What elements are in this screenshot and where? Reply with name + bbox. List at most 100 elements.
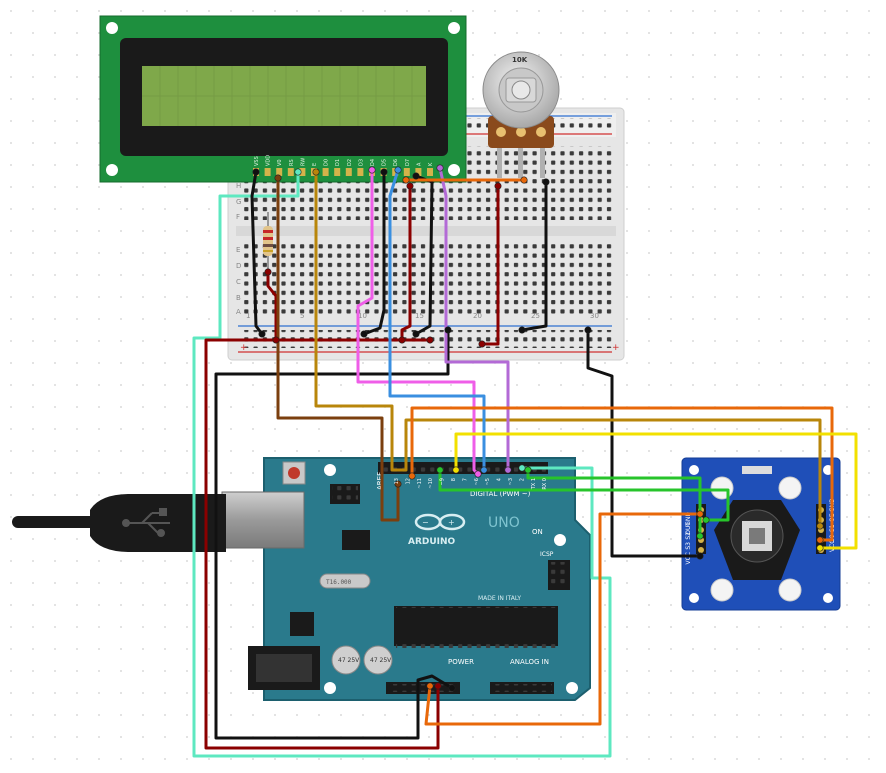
icsp-label: ICSP — [540, 551, 554, 558]
wire-black-6[interactable] — [520, 180, 548, 332]
wire-end-dot — [274, 174, 282, 182]
arduino-uno: AREF DIGITAL (PWM ~) ARDUINO UNO − + T16… — [221, 457, 591, 701]
lcd-pin-k[interactable] — [427, 168, 433, 176]
sensor-right-pin-label: VCC — [829, 540, 836, 552]
led-3 — [710, 578, 734, 602]
digital-pin-label: 13 — [394, 478, 400, 484]
wire-orange-2[interactable] — [410, 406, 834, 542]
led-1 — [710, 476, 734, 500]
wire-orange-3[interactable] — [424, 512, 702, 726]
wire-cyan[interactable] — [192, 170, 612, 758]
bb-col-10: 10 — [358, 312, 367, 320]
usb-cable[interactable] — [12, 494, 226, 552]
wire-end-dot — [398, 336, 406, 344]
lcd-pin-label: K — [428, 162, 434, 166]
arduino-brand: ARDUINO — [408, 537, 456, 547]
lcd-pin-label: D6 — [393, 159, 399, 166]
lcd-pin-a[interactable] — [415, 168, 422, 176]
wire-end-dot — [542, 178, 550, 186]
wire-end-dot — [584, 326, 592, 334]
atmega-chip — [394, 606, 558, 646]
lcd-pin-label: VSS — [254, 156, 260, 166]
bb-col-15: 15 — [415, 312, 424, 320]
lcd-pin-vdd[interactable] — [264, 168, 271, 176]
lcd-pin-label: D5 — [382, 159, 388, 166]
bb-row-D: D — [236, 262, 241, 270]
wire-green-2[interactable] — [526, 468, 702, 538]
digital-pin-label: 8 — [451, 478, 457, 481]
wire-end-dot — [412, 172, 420, 180]
wire-end-dot — [520, 176, 528, 184]
wire-purple[interactable] — [438, 166, 510, 472]
lcd-pin-rs[interactable] — [287, 168, 294, 176]
bb-col-5: 5 — [300, 312, 304, 320]
wire-darkred-1[interactable] — [204, 338, 440, 750]
lcd-pin-label: V0 — [277, 159, 283, 166]
bb-row-A: A — [236, 308, 241, 316]
lcd-pin-label: RS — [289, 159, 295, 166]
lcd-pin-d3[interactable] — [357, 168, 364, 176]
bb-row-E: E — [236, 246, 240, 254]
digital-pin-label: 12 — [405, 478, 411, 484]
digital-pin-label: 4 — [497, 478, 503, 481]
potentiometer[interactable]: 10K — [482, 51, 560, 178]
svg-text:+: + — [612, 343, 620, 353]
wire-ochre[interactable] — [314, 170, 822, 528]
wire-end-dot — [264, 268, 272, 276]
wire-end-dot — [448, 684, 456, 692]
led-4 — [778, 578, 802, 602]
wire-brown[interactable] — [276, 176, 400, 522]
wire-end-dot — [494, 182, 502, 190]
wire-end-dot — [436, 164, 444, 172]
wire-end-dot — [368, 166, 376, 174]
lcd-pin-label: D3 — [358, 159, 364, 166]
wire-blue[interactable] — [388, 168, 486, 472]
sensor-left-pin-label: S3 — [685, 542, 692, 550]
power-label: POWER — [448, 658, 474, 666]
wire-end-dot — [436, 466, 444, 474]
bb-row-B: B — [236, 294, 241, 302]
lcd-pin-label: D1 — [335, 159, 341, 166]
wire-end-dot — [360, 330, 368, 338]
wire-green[interactable] — [438, 468, 730, 522]
digital-pin-label: 7 — [462, 478, 468, 481]
lcd-pin-v0[interactable] — [276, 168, 283, 176]
crystal — [319, 573, 371, 589]
bb-row-H: H — [236, 182, 241, 190]
wire-darkred-3[interactable] — [400, 184, 412, 342]
wire-end-dot — [816, 544, 824, 552]
wire-end-dot — [452, 466, 460, 474]
wire-black-3[interactable] — [250, 170, 264, 336]
wire-end-dot — [480, 466, 488, 474]
bb-col-25: 25 — [531, 312, 540, 320]
wire-black-1[interactable] — [214, 328, 454, 740]
usb-symbol-icon — [122, 508, 170, 537]
wire-black-2[interactable] — [586, 328, 702, 558]
wire-darkred-2[interactable] — [266, 270, 278, 342]
wire-pink[interactable] — [356, 168, 480, 476]
reset-button-cap[interactable] — [288, 467, 300, 479]
lcd-pin-label: A — [416, 162, 422, 166]
sensor-left-pin-label: VCC — [685, 552, 692, 564]
wire-end-dot — [312, 168, 320, 176]
infinity-logo — [414, 513, 466, 531]
wire-darkred-4[interactable] — [480, 184, 500, 346]
usb-chip — [342, 530, 370, 550]
bb-row-F: F — [236, 213, 240, 221]
lcd-pin-d7[interactable] — [403, 168, 410, 176]
lcd-pin-rw[interactable] — [299, 168, 306, 176]
bb-row-G: G — [236, 198, 241, 206]
lcd-pin-d2[interactable] — [345, 168, 352, 176]
sensor-left-pin[interactable] — [698, 547, 704, 553]
wire-yellow[interactable] — [454, 432, 858, 550]
wire-end-dot — [294, 168, 302, 176]
lcd-pin-d0[interactable] — [322, 168, 329, 176]
lcd-pin-d1[interactable] — [334, 168, 341, 176]
usb-port[interactable] — [221, 491, 305, 549]
digital-pin-label: TX 1 — [531, 478, 537, 490]
capacitor-2 — [363, 645, 393, 675]
wire-black-4[interactable] — [362, 170, 386, 336]
